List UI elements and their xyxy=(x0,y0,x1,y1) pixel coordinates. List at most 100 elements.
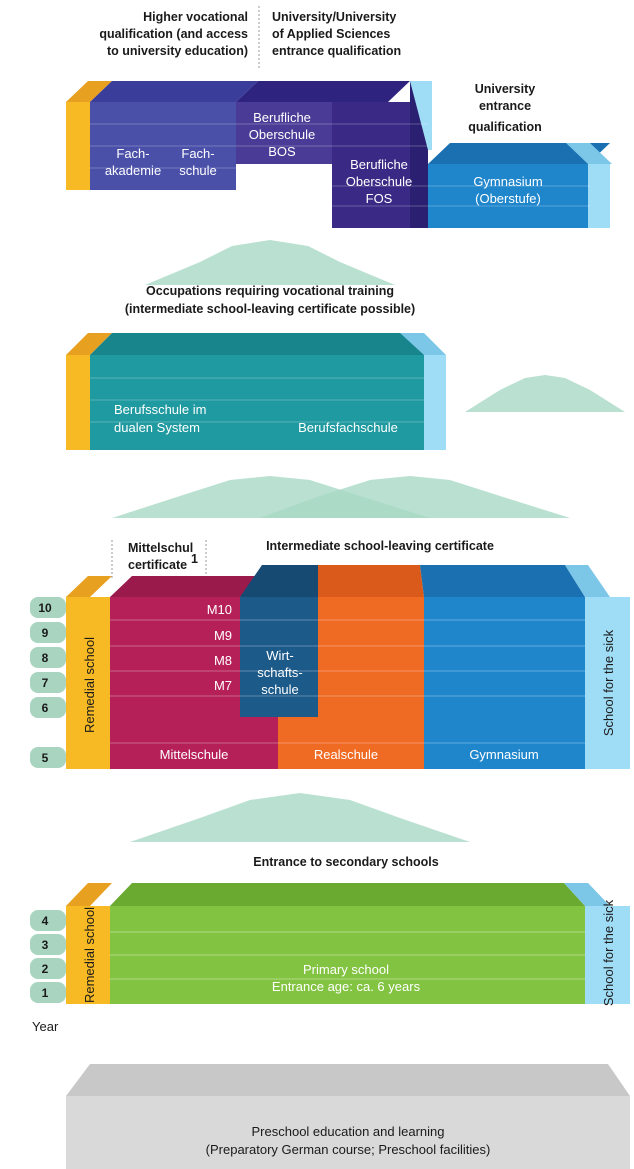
school-for-the-sick-label-secondary: School for the sick xyxy=(601,629,616,736)
pri-sick-top xyxy=(564,883,610,906)
grade-number: 8 xyxy=(42,651,49,665)
svg-text:akademie: akademie xyxy=(105,163,161,178)
voc-orange-side xyxy=(66,355,90,450)
pri-green xyxy=(110,906,585,1004)
gymnasium-oberstufe-label: Gymnasium xyxy=(473,174,542,189)
svg-text:BOS: BOS xyxy=(268,144,296,159)
m-level: M10 xyxy=(207,602,232,617)
secondary-block xyxy=(66,565,630,769)
fachschule-label: Fach- xyxy=(181,146,214,161)
berufsfachschule-label: Berufsfachschule xyxy=(298,420,398,435)
sec-sick xyxy=(585,597,630,769)
upper-orange-top xyxy=(66,81,112,102)
grade-tab xyxy=(30,647,66,668)
remedial-school-label-primary: Remedial school xyxy=(82,907,97,1003)
m-levels: M10 M9 M8 M7 xyxy=(207,602,232,693)
svg-text:Preschool education and learni: Preschool education and learning xyxy=(252,1124,445,1139)
sec-mittelschule-upper xyxy=(110,597,240,717)
svg-text:of Applied Sciences: of Applied Sciences xyxy=(272,27,390,41)
preschool-label: Preschool education and learning (Prepar… xyxy=(206,1124,491,1157)
wirtschaftsschule-label: Wirt- schafts- schule xyxy=(257,648,303,697)
preschool-block xyxy=(66,1096,630,1169)
grade-tab xyxy=(30,982,66,1003)
sec-wirtschaft-top xyxy=(240,565,318,597)
voc-teal-top xyxy=(90,333,424,355)
progression-arrow-secondary xyxy=(130,793,470,842)
voc-teal-block xyxy=(90,355,424,450)
secondary-grade-tabs: 10 9 8 7 6 5 xyxy=(30,597,66,768)
svg-text:qualification (and access: qualification (and access xyxy=(99,27,248,41)
vocational-block: Berufsschule im dualen System Berufsfach… xyxy=(66,333,446,450)
svg-text:University/University: University/University xyxy=(272,10,396,24)
sec-remedial xyxy=(66,597,110,769)
upper-lightblue-top xyxy=(410,81,432,150)
svg-text:schule: schule xyxy=(261,682,299,697)
grade-tab xyxy=(30,697,66,718)
primary-block xyxy=(66,883,630,1004)
upper-bos-top xyxy=(236,81,410,102)
sec-gymnasium xyxy=(424,597,585,769)
grade-tab xyxy=(30,958,66,979)
primary-school-label: Primary school Entrance age: ca. 6 years xyxy=(272,962,421,994)
sec-stripes xyxy=(110,619,585,744)
svg-text:qualification: qualification xyxy=(468,120,542,134)
sec-sick-top xyxy=(565,565,610,597)
voc-orange-top xyxy=(66,333,112,355)
grade-tab xyxy=(30,672,66,693)
pri-green-top xyxy=(110,883,585,906)
remedial-school-label-secondary: Remedial school xyxy=(82,637,97,733)
berufsschule-label: Berufsschule im xyxy=(114,402,206,417)
m-level: M8 xyxy=(214,653,232,668)
gymnasium-label: Gymnasium xyxy=(469,747,538,762)
heading-university-applied: University/University of Applied Science… xyxy=(272,10,401,58)
svg-text:to university education): to university education) xyxy=(107,44,248,58)
svg-text:Mittelschul: Mittelschul xyxy=(128,541,193,555)
svg-text:FOS: FOS xyxy=(366,191,393,206)
upper-gym-block xyxy=(428,164,590,228)
heading-intermediate: Intermediate school-leaving certificate xyxy=(266,539,494,553)
grade-tab xyxy=(30,910,66,931)
grade-tab xyxy=(30,622,66,643)
svg-text:Wirt-: Wirt- xyxy=(266,648,293,663)
pri-orange-top xyxy=(66,883,112,906)
svg-text:Occupations requiring vocation: Occupations requiring vocational trainin… xyxy=(146,284,394,298)
upper-fach-block xyxy=(90,102,236,190)
school-for-the-sick-label-primary: School for the sick xyxy=(601,899,616,1006)
svg-text:entrance qualification: entrance qualification xyxy=(272,44,401,58)
svg-text:1: 1 xyxy=(191,552,198,566)
pri-stripes xyxy=(110,931,585,980)
svg-text:schafts-: schafts- xyxy=(257,665,303,680)
svg-text:dualen System: dualen System xyxy=(114,420,200,435)
upper-stripes xyxy=(90,123,590,207)
voc-stripes xyxy=(90,377,424,423)
pri-sick xyxy=(585,906,630,1004)
upper-gym-lightblue-top xyxy=(566,143,612,164)
sec-realschule-lower xyxy=(278,717,424,769)
grade-tab xyxy=(30,597,66,618)
grade-number: 6 xyxy=(42,701,49,715)
svg-text:(Preparatory German course; Pr: (Preparatory German course; Preschool fa… xyxy=(206,1142,491,1157)
primary-grade-tabs: 4 3 2 1 xyxy=(30,910,66,1003)
grade-number: 7 xyxy=(42,676,49,690)
sec-wirtschaft-block xyxy=(240,597,318,717)
heading-university-entrance: University entrance qualification xyxy=(468,82,542,134)
svg-text:Primary school: Primary school xyxy=(303,962,389,977)
heading-entrance-secondary: Entrance to secondary schools xyxy=(253,855,439,869)
svg-text:certificate: certificate xyxy=(128,558,187,572)
upper-bos-block xyxy=(236,102,332,164)
upper-block: Fach- akademie Fach- schule Berufliche O… xyxy=(66,81,612,228)
voc-lightblue xyxy=(424,355,446,450)
upper-gym-lightblue xyxy=(588,164,610,228)
heading-higher-vocational: Higher vocational qualification (and acc… xyxy=(99,10,248,58)
upper-gym-top xyxy=(428,143,610,164)
sec-realschule-top xyxy=(318,565,424,597)
svg-text:(Oberstufe): (Oberstufe) xyxy=(475,191,541,206)
side-arrow xyxy=(465,375,625,412)
svg-text:University: University xyxy=(475,82,535,96)
svg-text:(intermediate school-leaving c: (intermediate school-leaving certificate… xyxy=(125,302,415,316)
progression-arrow xyxy=(145,240,395,285)
sec-mittelschule-lower xyxy=(110,717,278,769)
m-level: M9 xyxy=(214,628,232,643)
grade-number: 5 xyxy=(42,751,49,765)
